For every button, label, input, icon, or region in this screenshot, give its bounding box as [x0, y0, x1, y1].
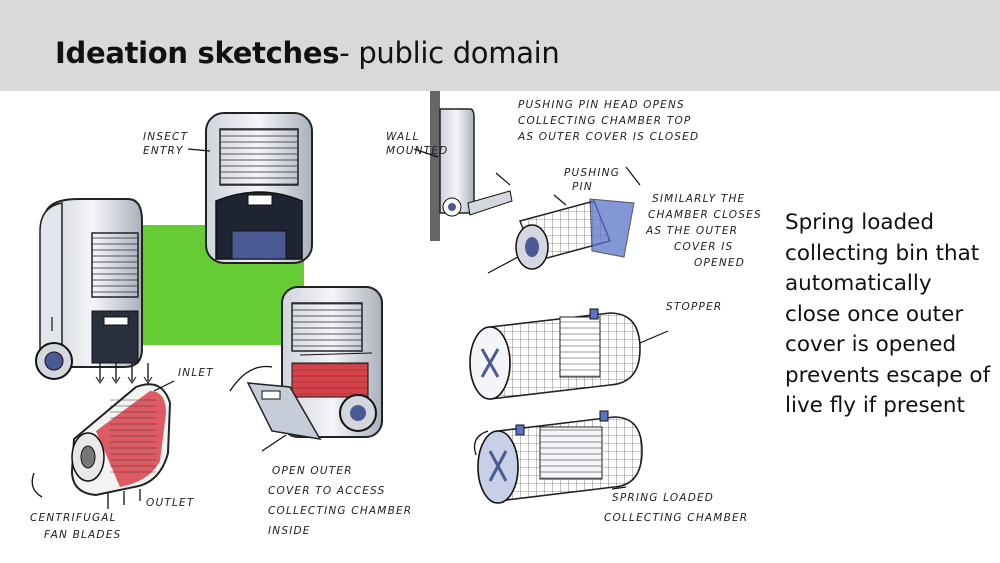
slide-header: Ideation sketches- public domain	[0, 0, 1000, 91]
title-rest: - public domain	[339, 36, 560, 70]
description-text: Spring loaded collecting bin that automa…	[785, 208, 995, 422]
ideation-sketch-area: INSECT ENTRY WALL MOUNTED PUSHING PIN HE…	[30, 91, 766, 541]
description-line: cover is opened	[785, 332, 957, 357]
device-left-view	[35, 198, 143, 380]
device-top-view	[205, 112, 313, 264]
note-open-outer: OPEN OUTER COVER TO ACCESS COLLECTING CH…	[268, 465, 417, 537]
pushing-pin-bin-sketch	[487, 198, 635, 274]
note-outlet: OUTLET	[146, 497, 195, 509]
bin-cylinder-closed	[469, 308, 669, 400]
description-line: live fly if present	[785, 393, 965, 418]
device-opened-view	[229, 286, 383, 441]
note-spring-loaded: SPRING LOADED COLLECTING CHAMBER	[604, 492, 748, 524]
fan-unit-sketch	[31, 317, 172, 509]
title-bold: Ideation sketches	[55, 36, 340, 70]
wall-mounted-sketch	[430, 91, 513, 241]
description-line: close once outer	[785, 301, 964, 327]
description-line: automatically	[785, 271, 932, 296]
description-line: collecting bin that	[785, 240, 980, 266]
description-line: prevents escape of	[785, 362, 991, 388]
note-insect-entry: INSECT ENTRY	[143, 131, 193, 157]
note-centrifugal: CENTRIFUGAL FAN BLADES	[30, 512, 121, 541]
note-stopper: STOPPER	[666, 301, 722, 313]
note-pushing-pin-head: PUSHING PIN HEAD OPENS COLLECTING CHAMBE…	[517, 99, 699, 143]
slide-title: Ideation sketches- public domain	[55, 36, 560, 70]
description-line: Spring loaded	[785, 210, 935, 235]
note-wall-mounted: WALL MOUNTED	[386, 131, 448, 157]
bin-cylinder-open	[473, 410, 643, 504]
note-inlet: INLET	[178, 367, 214, 379]
note-similarly: SIMILARLY THE CHAMBER CLOSES AS THE OUTE…	[645, 193, 766, 269]
note-pushing-pin: PUSHING PIN	[564, 167, 625, 193]
